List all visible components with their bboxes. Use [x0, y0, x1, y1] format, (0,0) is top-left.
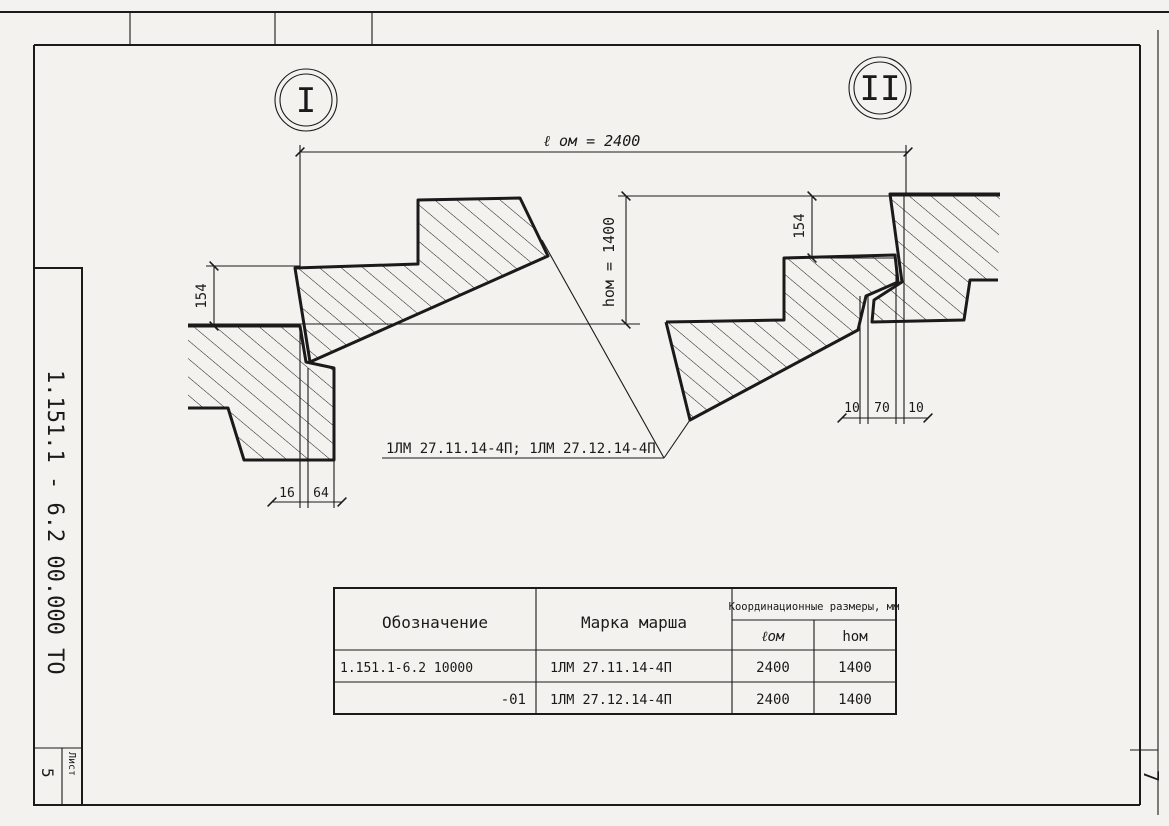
svg-text:ℓ ом = 2400: ℓ ом = 2400: [544, 132, 641, 150]
svg-text:70: 70: [874, 401, 890, 416]
svg-text:-01: -01: [501, 692, 526, 708]
dim-left-16-64: 16 64: [267, 326, 347, 508]
svg-text:7: 7: [1139, 770, 1163, 782]
svg-text:1ЛМ 27.11.14-4П: 1ЛМ 27.11.14-4П: [550, 660, 672, 676]
svg-text:10: 10: [844, 401, 860, 416]
svg-text:2400: 2400: [756, 692, 790, 708]
flight-section-right: [664, 253, 900, 422]
svg-text:1ЛМ 27.12.14-4П: 1ЛМ 27.12.14-4П: [550, 692, 672, 708]
svg-text:1.151.1-6.2 10000: 1.151.1-6.2 10000: [340, 661, 473, 676]
flight-section-left: [293, 196, 550, 364]
dim-right-154: 154: [792, 191, 895, 263]
svg-text:154: 154: [194, 283, 210, 308]
stamp-code: 1.151.1 - 6.2 00.000 ТО: [42, 370, 67, 675]
view-label-1: I: [274, 68, 338, 132]
svg-text:10: 10: [908, 401, 924, 416]
coordination-table: Обозначение Марка марша Координационные …: [333, 587, 900, 715]
header-designation: Обозначение: [382, 613, 488, 632]
header-coord-group: Координационные размеры, мм: [729, 601, 900, 613]
svg-text:1ЛМ 27.11.14-4П; 1ЛМ 27.12.14-: 1ЛМ 27.11.14-4П; 1ЛМ 27.12.14-4П: [386, 441, 656, 457]
header-l-om: ℓом: [762, 629, 785, 645]
sheet-label: Лист: [66, 752, 77, 776]
dim-h-om: hом = 1400: [188, 191, 1000, 329]
flight-mark-callout: 1ЛМ 27.11.14-4П; 1ЛМ 27.12.14-4П: [382, 239, 691, 459]
table-row: -01 1ЛМ 27.12.14-4П 2400 1400: [501, 692, 872, 708]
svg-text:1400: 1400: [838, 660, 872, 676]
svg-text:hом = 1400: hом = 1400: [600, 217, 618, 307]
dim-left-154: 154: [194, 261, 300, 331]
header-h-om: hом: [842, 629, 868, 645]
svg-text:II: II: [860, 69, 901, 109]
header-mark: Марка марша: [581, 613, 687, 632]
table-row: 1.151.1-6.2 10000 1ЛМ 27.11.14-4П 2400 1…: [340, 660, 872, 676]
svg-text:154: 154: [792, 213, 808, 238]
svg-text:1400: 1400: [838, 692, 872, 708]
svg-text:2400: 2400: [756, 660, 790, 676]
svg-text:64: 64: [313, 486, 329, 501]
svg-text:16: 16: [279, 486, 295, 501]
dim-l-om: ℓ ом = 2400: [295, 132, 913, 268]
corner-mark: 7: [1130, 749, 1163, 782]
dim-right-10-70-10: 10 70 10: [837, 196, 933, 424]
landing-block-left: [188, 324, 336, 462]
side-stamp: 1.151.1 - 6.2 00.000 ТО Лист 5: [33, 267, 83, 806]
svg-text:I: I: [296, 81, 316, 121]
sheet-number: 5: [38, 768, 57, 778]
view-label-2: II: [848, 56, 912, 120]
